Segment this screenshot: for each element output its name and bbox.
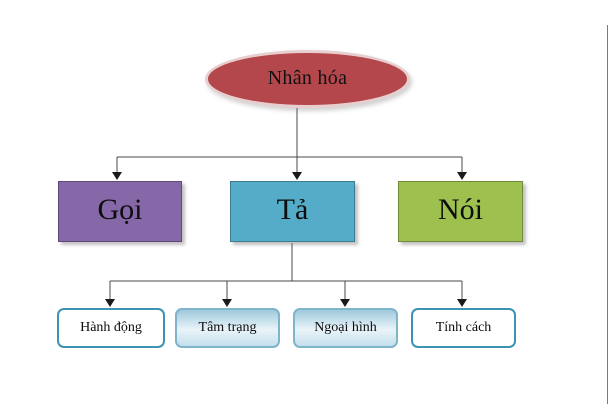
leaf-node-hanh-dong[interactable]: Hành động (57, 308, 165, 348)
leaf-node-tam-trang[interactable]: Tâm trạng (175, 308, 280, 348)
arrowhead-ta (292, 172, 302, 180)
category-node-label: Gọi (97, 192, 143, 226)
category-node-label: Tả (276, 192, 309, 226)
arrowhead-noi (457, 172, 467, 180)
category-node-ta[interactable]: Tả (230, 181, 355, 242)
leaf-node-label: Ngoại hình (314, 320, 377, 335)
root-node-label: Nhân hóa (267, 67, 348, 89)
leaf-node-label: Tâm trạng (198, 320, 257, 335)
leaf-node-ngoai-hinh[interactable]: Ngoại hình (293, 308, 398, 348)
category-node-goi[interactable]: Gọi (58, 181, 182, 242)
leaf-node-label: Hành động (80, 320, 142, 335)
arrowhead-goi (112, 172, 122, 180)
leaf-node-label: Tính cách (435, 320, 492, 335)
arrowhead-tinh-cach (457, 299, 467, 307)
arrowhead-ngoai-hinh (340, 299, 350, 307)
root-node-nhan-hoa[interactable]: Nhân hóa (205, 50, 410, 108)
arrowhead-hanh-dong (105, 299, 115, 307)
arrowhead-tam-trang (222, 299, 232, 307)
category-node-noi[interactable]: Nói (398, 181, 523, 242)
right-margin-rule (607, 25, 608, 404)
category-node-label: Nói (438, 192, 483, 226)
leaf-node-tinh-cach[interactable]: Tính cách (411, 308, 516, 348)
